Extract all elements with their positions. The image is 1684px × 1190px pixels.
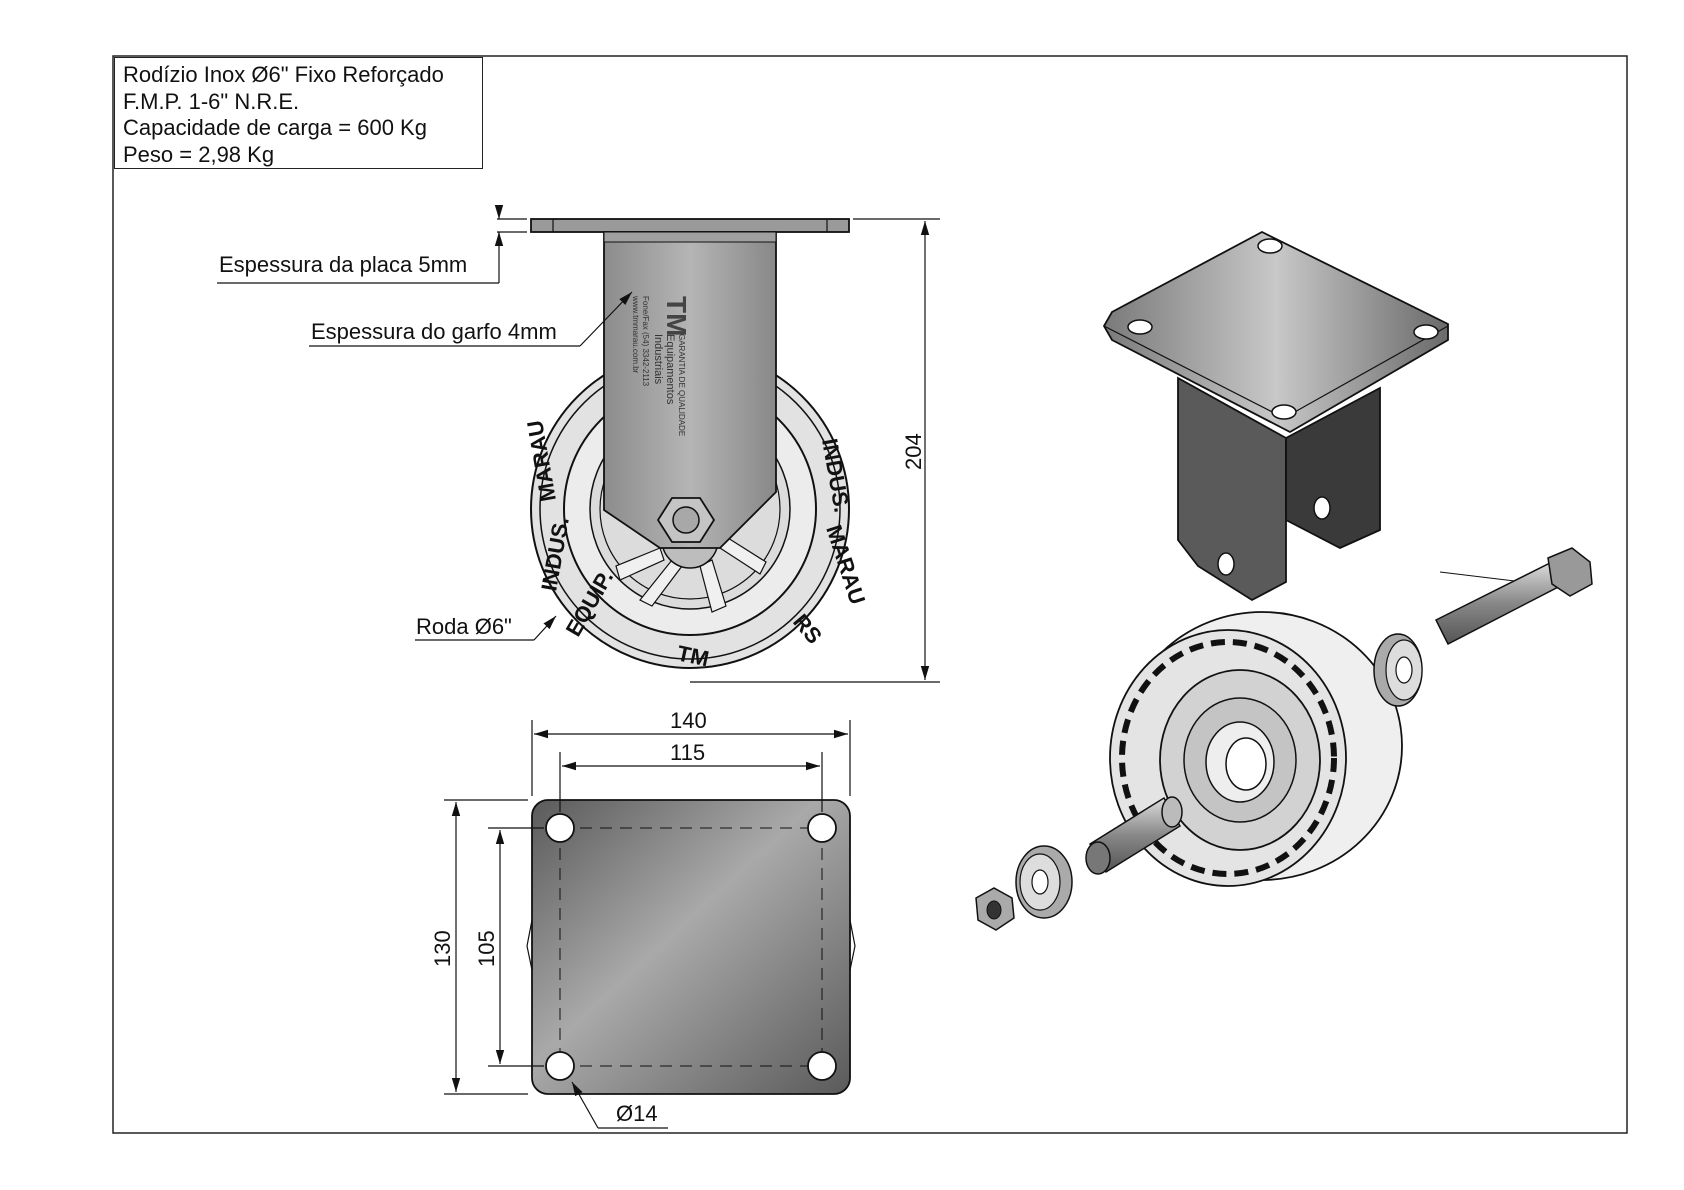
wheel-leader	[415, 615, 557, 641]
title-line-1: Rodízio Inox Ø6" Fixo Reforçado	[123, 62, 444, 87]
plate-thickness-label: Espessura da placa 5mm	[219, 252, 467, 277]
fork-text-2: Equipamentos	[664, 334, 676, 405]
fork-text-3: Industriais	[652, 334, 664, 385]
mounting-plate	[530, 218, 850, 233]
sheet-border	[112, 55, 1628, 1134]
mounting-hole	[545, 1051, 575, 1081]
hole-spacing-y-dim	[488, 827, 544, 1067]
plate-thickness-dim	[217, 205, 527, 284]
top-view: 140 115 130 105 Ø14	[430, 708, 856, 1129]
hole-diameter-dim-value: Ø14	[616, 1101, 658, 1126]
fork-thickness-label: Espessura do garfo 4mm	[311, 319, 557, 344]
plate-top	[531, 799, 851, 1095]
iso-spacer	[1085, 796, 1183, 875]
height-dim	[690, 218, 940, 683]
iso-fork-right	[1285, 386, 1381, 549]
mounting-hole	[545, 813, 575, 843]
hole-spacing-x-dim-value: 115	[670, 740, 705, 765]
iso-plate	[1102, 230, 1449, 434]
fork-thickness-leader	[309, 291, 633, 347]
front-view: TM EQUIP. INDUS. MARAU INDUS. MARAU RS T…	[217, 205, 940, 683]
depth-dim	[444, 799, 528, 1095]
width-dim	[531, 720, 851, 796]
fork-engraving: TM GARANTIA DE QUALIDADE Equipamentos In…	[631, 295, 692, 436]
fork-text-1: GARANTIA DE QUALIDADE	[677, 334, 686, 436]
iso-wheel	[1109, 611, 1403, 887]
fork-text-5: www.tmmarau.com.br	[631, 295, 640, 374]
mounting-hole	[807, 813, 837, 843]
iso-bearing-right	[1373, 633, 1423, 707]
wheel-label: Roda Ø6"	[416, 614, 512, 639]
hole-diameter-leader	[571, 1081, 668, 1129]
isometric-view	[975, 230, 1593, 931]
height-dim-value: 204	[901, 433, 926, 470]
title-block: Rodízio Inox Ø6" Fixo Reforçado F.M.P. 1…	[114, 57, 483, 169]
hole-spacing-x-dim	[559, 752, 823, 812]
depth-dim-value: 130	[430, 930, 455, 967]
fork-logo: TM	[661, 296, 692, 336]
mounting-hole	[807, 1051, 837, 1081]
iso-bolt	[1434, 547, 1593, 646]
title-line-4: Peso = 2,98 Kg	[123, 141, 275, 167]
iso-bearing-left	[1015, 845, 1073, 919]
title-line-3: Capacidade de carga = 600 Kg	[123, 115, 427, 140]
iso-nut	[975, 887, 1015, 931]
fork-text-4: Fone/Fax (54) 3342-2113	[641, 296, 650, 387]
title-line-2: F.M.P. 1-6" N.R.E.	[123, 88, 300, 114]
width-dim-value: 140	[670, 708, 707, 733]
hole-spacing-y-dim-value: 105	[474, 930, 499, 967]
